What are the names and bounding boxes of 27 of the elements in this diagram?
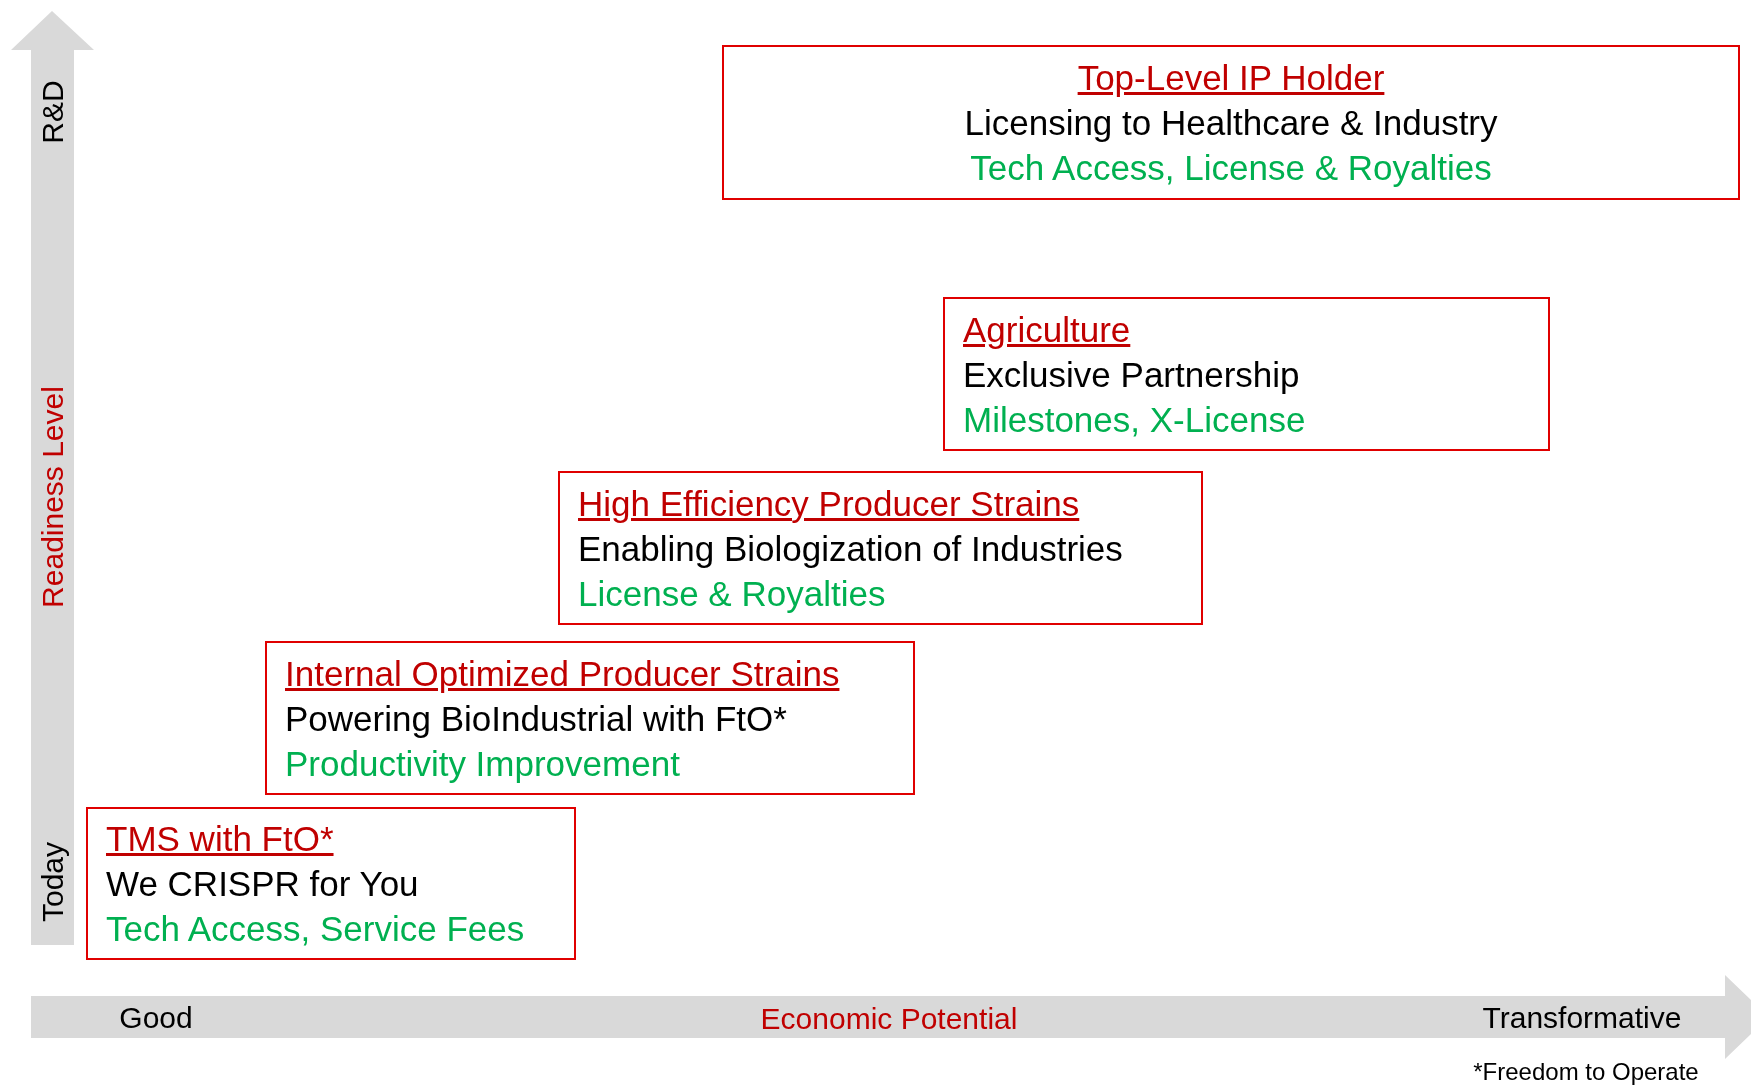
axis-label: Economic Potential <box>760 1004 1018 1034</box>
axis-label: Transformative <box>1482 1003 1682 1033</box>
box-revenue-note: Milestones, X-License <box>963 398 1306 441</box>
box-revenue-note: License & Royalties <box>578 572 886 615</box>
box-revenue-note: Tech Access, License & Royalties <box>970 147 1492 189</box>
text-box <box>265 641 915 795</box>
box-heading: High Efficiency Producer Strains <box>578 482 1080 525</box>
box-description: Enabling Biologization of Industries <box>578 527 1123 570</box>
text-box <box>943 297 1550 451</box>
box-description: Licensing to Healthcare & Industry <box>964 102 1498 144</box>
axis-label: *Freedom to Operate <box>1473 1060 1699 1084</box>
axis-label: Good <box>119 1003 193 1033</box>
box-revenue-note: Tech Access, Service Fees <box>106 908 525 950</box>
box-heading: Top-Level IP Holder <box>1077 57 1385 99</box>
axis-label: Readiness Level <box>38 386 68 608</box>
box-heading: TMS with FtO* <box>106 818 334 860</box>
box-description: Powering BioIndustrial with FtO* <box>285 697 787 740</box>
box-description: We CRISPR for You <box>106 863 419 905</box>
text-box <box>558 471 1203 625</box>
text-box <box>722 45 1740 200</box>
box-heading: Agriculture <box>963 308 1131 351</box>
text-box <box>86 807 576 960</box>
axis-label: R&D <box>38 80 68 144</box>
box-revenue-note: Productivity Improvement <box>285 742 680 785</box>
axis-label: Today <box>38 841 68 923</box>
box-description: Exclusive Partnership <box>963 353 1300 396</box>
box-heading: Internal Optimized Producer Strains <box>285 652 840 695</box>
